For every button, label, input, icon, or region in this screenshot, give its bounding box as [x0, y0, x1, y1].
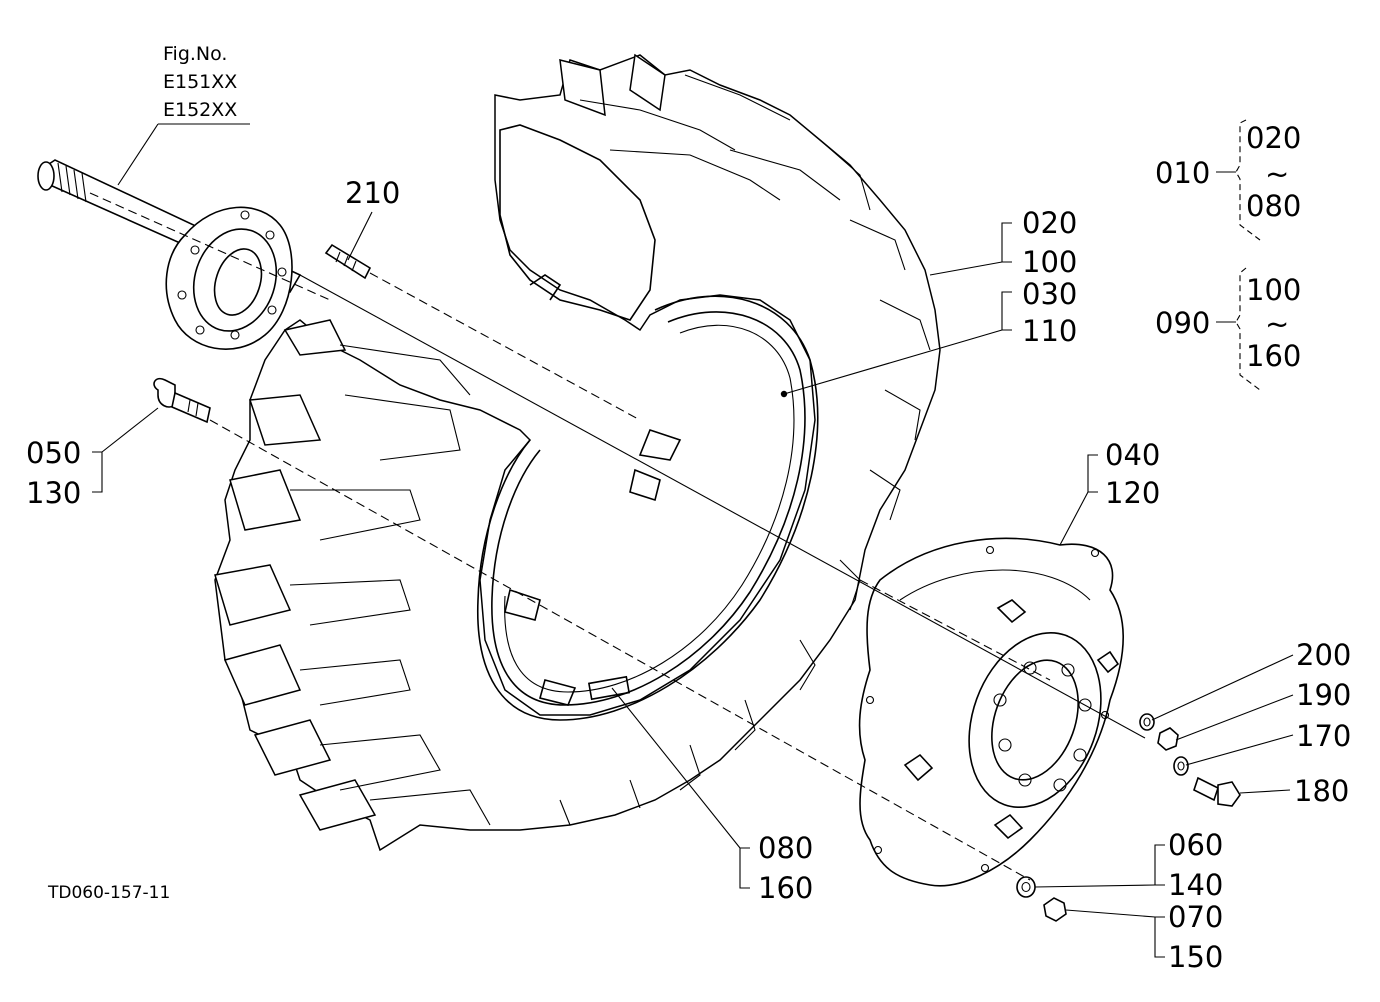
callout-060: 060	[1168, 828, 1223, 862]
assembly-010-sep: ~	[1265, 157, 1289, 191]
axle-flange	[165, 206, 293, 350]
hardware-180-bolt	[1193, 776, 1241, 807]
callout-190: 190	[1296, 678, 1351, 712]
fig-no-label: Fig.No.	[163, 43, 227, 65]
callout-030: 030	[1022, 277, 1077, 311]
callout-050: 050	[26, 436, 81, 470]
stud-bolt	[324, 243, 372, 280]
hardware-170-washer	[1173, 756, 1189, 776]
callout-120: 120	[1105, 476, 1160, 510]
assembly-010-from: 020	[1246, 121, 1301, 155]
callout-150: 150	[1168, 940, 1223, 974]
callout-180: 180	[1294, 774, 1349, 808]
assembly-090-id: 090	[1155, 306, 1210, 340]
hub-bolt	[153, 377, 211, 424]
hardware-070-nut	[1043, 897, 1067, 922]
labels: Fig.No. E151XX E152XX TD060-157-11 210 0…	[26, 43, 1351, 974]
hardware-060-washer	[1016, 876, 1036, 898]
wheel-disc	[858, 537, 1124, 887]
callout-200: 200	[1296, 638, 1351, 672]
callout-040: 040	[1105, 438, 1160, 472]
assembly-090-from: 100	[1246, 273, 1301, 307]
callout-020: 020	[1022, 206, 1077, 240]
leader-lines	[92, 119, 1294, 958]
callout-170: 170	[1296, 719, 1351, 753]
callout-110: 110	[1022, 314, 1077, 348]
assembly-090-to: 160	[1246, 339, 1301, 373]
callout-160: 160	[758, 871, 813, 905]
assembly-010-to: 080	[1246, 189, 1301, 223]
callout-080: 080	[758, 831, 813, 865]
callout-130: 130	[26, 476, 81, 510]
callout-070: 070	[1168, 900, 1223, 934]
assembly-010-id: 010	[1155, 156, 1210, 190]
fig-code-e151: E151XX	[163, 71, 237, 93]
center-lines	[89, 192, 1146, 881]
callout-100: 100	[1022, 245, 1077, 279]
drawing-code: TD060-157-11	[47, 883, 170, 903]
hardware-200-washer	[1139, 713, 1155, 731]
fig-code-e152: E152XX	[163, 99, 237, 121]
callout-210: 210	[345, 176, 400, 210]
hardware-190-nut	[1157, 727, 1179, 751]
tire	[214, 53, 941, 852]
callout-140: 140	[1168, 868, 1223, 902]
assembly-090-sep: ~	[1265, 307, 1289, 341]
